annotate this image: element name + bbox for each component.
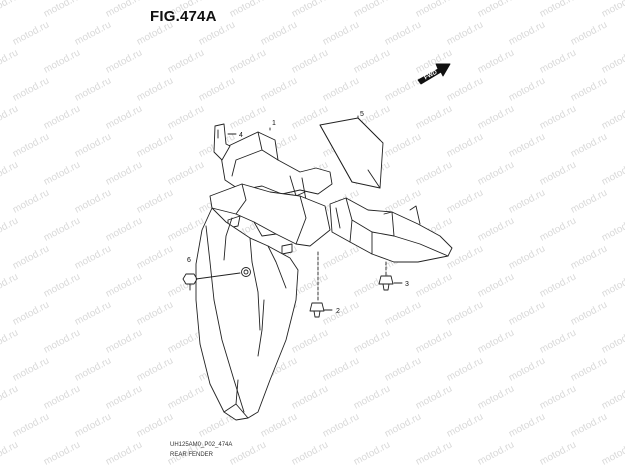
callout-3: 3 (405, 281, 409, 288)
callout-5: 5 (360, 111, 364, 118)
part-3-clip (378, 275, 394, 291)
part-1-rear-fender (195, 123, 453, 421)
part-5-cover-panel (319, 117, 384, 189)
callout-2: 2 (336, 308, 340, 315)
figure-code: UH125AM0_P02_474A (170, 442, 233, 448)
callout-1: 1 (272, 120, 276, 127)
figure-part-name: REAR FENDER (170, 452, 214, 458)
callout-6: 6 (187, 257, 191, 264)
fwd-arrow-icon (417, 63, 451, 85)
part-2-clip (309, 302, 325, 318)
part-6-bolt (182, 273, 198, 291)
part-6-grommet (241, 267, 251, 277)
callout-4: 4 (239, 132, 243, 139)
figure-title: FIG.474A (150, 8, 217, 25)
